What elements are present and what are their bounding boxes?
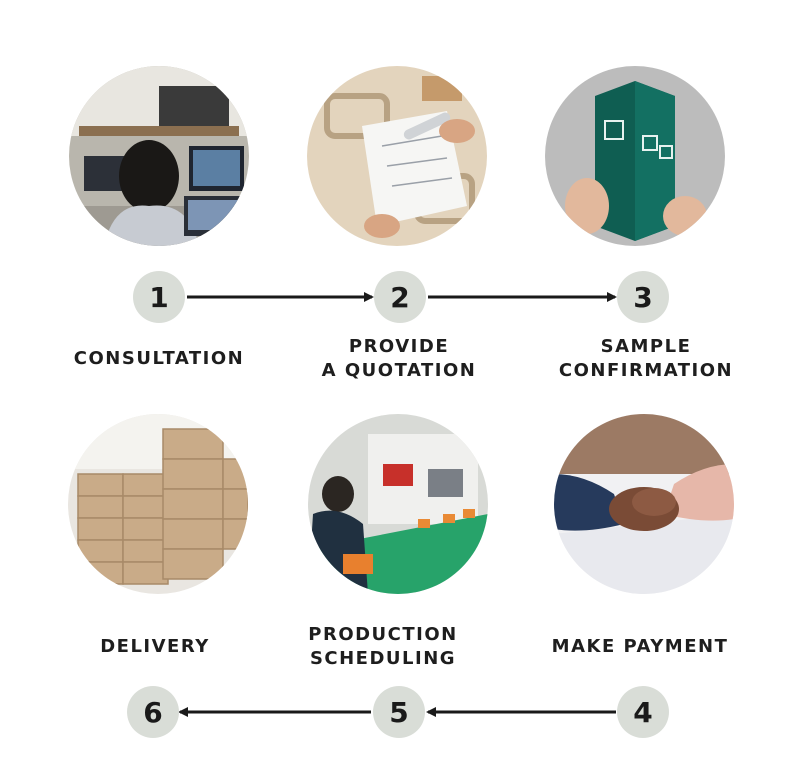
step-3-label-line: CONFIRMATION — [558, 360, 734, 381]
office-consultation-photo — [69, 66, 249, 246]
step-2-label-line: PROVIDE — [348, 336, 450, 357]
green-box-sample-photo — [545, 66, 725, 246]
step-4-label: MAKE PAYMENT — [510, 635, 770, 659]
step-2-label: PROVIDE A QUOTATION — [269, 335, 529, 383]
step-4-label-line: MAKE PAYMENT — [551, 636, 729, 657]
step-6-number: 6 — [127, 686, 179, 738]
step-6-label: DELIVERY — [25, 635, 285, 659]
step-5-label: PRODUCTION SCHEDULING — [253, 623, 513, 671]
step-1-number: 1 — [133, 271, 185, 323]
handshake-photo — [554, 414, 734, 594]
step-2-label-line: A QUOTATION — [321, 360, 477, 381]
factory-production-photo — [308, 414, 488, 594]
step-1-label-line: CONSULTATION — [73, 348, 245, 369]
step-3-number: 3 — [617, 271, 669, 323]
die-cut-drawing-photo — [307, 66, 487, 246]
step-5-label-line: PRODUCTION — [308, 624, 458, 645]
carton-stack-photo — [68, 414, 248, 594]
step-5-label-line: SCHEDULING — [309, 648, 457, 669]
step-6-label-line: DELIVERY — [100, 636, 210, 657]
step-1-label: CONSULTATION — [29, 347, 289, 371]
step-2-number: 2 — [374, 271, 426, 323]
step-3-label: SAMPLE CONFIRMATION — [516, 335, 776, 383]
step-3-label-line: SAMPLE — [600, 336, 692, 357]
step-4-number: 4 — [617, 686, 669, 738]
step-5-number: 5 — [373, 686, 425, 738]
